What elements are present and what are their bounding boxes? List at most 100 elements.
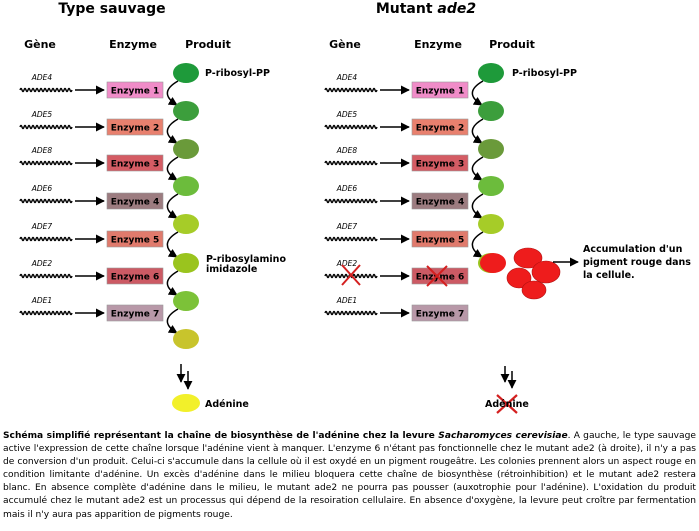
right-product-2 xyxy=(478,101,504,121)
right-enzyme-label-7: Enzyme 7 xyxy=(416,310,465,320)
left-product-5 xyxy=(173,214,199,234)
left-enzyme-label-3: Enzyme 3 xyxy=(111,160,160,170)
right-enzyme-box-4 xyxy=(411,192,469,210)
right-enzyme-label-1: Enzyme 1 xyxy=(416,87,465,97)
left-gene-label-5: ADE7 xyxy=(31,222,53,231)
left-product-3 xyxy=(173,139,199,159)
left-reaction-arrow-7 xyxy=(166,308,179,334)
accumulation-label-line1: Accumulation d'un xyxy=(583,244,683,255)
left-reaction-arrow-2 xyxy=(166,118,179,144)
accumulated-product xyxy=(480,253,506,273)
right-enzyme-label-6: Enzyme 6 xyxy=(416,273,465,283)
pigment-cell-1 xyxy=(513,247,543,269)
figure-caption: Schéma simplifié représentant la chaîne … xyxy=(3,430,696,522)
right-reaction-arrow-4 xyxy=(471,193,484,219)
right-enzyme-label-4: Enzyme 4 xyxy=(416,198,465,208)
product-header-right: Produit xyxy=(489,38,535,51)
enzyme-header-right: Enzyme xyxy=(414,38,462,51)
accumulation-label-line3: la cellule. xyxy=(583,270,635,281)
right-enzyme-box-3 xyxy=(411,154,469,172)
p-ribosyl-pp-label-left: P-ribosyl-PP xyxy=(205,68,270,79)
right-reaction-arrow-2 xyxy=(471,118,484,144)
right-enzyme-box-7 xyxy=(411,304,469,322)
right-dna-1 xyxy=(324,87,378,93)
left-gene-label-7: ADE1 xyxy=(31,296,52,305)
left-enzyme-label-6: Enzyme 6 xyxy=(111,273,160,283)
right-dna-5 xyxy=(324,236,378,242)
right-reaction-arrow-3 xyxy=(471,156,484,181)
right-dna-3 xyxy=(324,160,378,166)
right-reaction-arrow-5 xyxy=(471,231,484,258)
left-enzyme-label-5: Enzyme 5 xyxy=(111,236,160,246)
left-dna-2 xyxy=(19,124,73,130)
right-reaction-arrow-1 xyxy=(471,80,484,106)
left-dna-4 xyxy=(19,198,73,204)
adenine-label-left: Adénine xyxy=(205,399,249,410)
left-enzyme-box-3 xyxy=(106,154,164,172)
left-enzyme-box-6 xyxy=(106,267,164,285)
left-reaction-arrow-1 xyxy=(166,80,179,106)
right-gene-label-3: ADE8 xyxy=(336,146,358,155)
left-gene-label-2: ADE5 xyxy=(31,110,53,119)
right-dna-4 xyxy=(324,198,378,204)
biosynthesis-diagram: Type sauvage Mutant ade2 Gène Enzyme Pro… xyxy=(19,1,691,414)
left-enzyme-box-4 xyxy=(106,192,164,210)
gene-header-left: Gène xyxy=(24,38,56,51)
left-dna-1 xyxy=(19,87,73,93)
left-gene-label-6: ADE2 xyxy=(31,259,53,268)
ade2-gene-cross xyxy=(341,264,361,286)
right-enzyme-box-5 xyxy=(411,230,469,248)
left-enzyme-box-7 xyxy=(106,304,164,322)
right-product-1 xyxy=(478,63,504,83)
product-header-left: Produit xyxy=(185,38,231,51)
p-ribosylamino-label-line1: P-ribosylamino xyxy=(206,254,286,265)
left-enzyme-box-5 xyxy=(106,230,164,248)
wildtype-title: Type sauvage xyxy=(58,1,165,17)
caption-text: . A gauche, le type sauvage active l'exp… xyxy=(3,431,696,520)
left-product-7 xyxy=(173,291,199,311)
left-enzyme-box-1 xyxy=(106,81,164,99)
right-gene-label-4: ADE6 xyxy=(336,184,358,193)
left-reaction-arrow-4 xyxy=(166,193,179,219)
caption-species: Sacharomyces cerevisiae xyxy=(438,431,568,441)
left-enzyme-label-7: Enzyme 7 xyxy=(111,310,160,320)
right-dna-2 xyxy=(324,124,378,130)
right-enzyme-box-2 xyxy=(411,118,469,136)
right-gene-label-2: ADE5 xyxy=(336,110,358,119)
right-dna-7 xyxy=(324,310,378,316)
left-gene-label-3: ADE8 xyxy=(31,146,53,155)
pigment-cell-4 xyxy=(521,280,547,300)
left-gene-label-4: ADE6 xyxy=(31,184,53,193)
pigment-cell-3 xyxy=(531,260,561,284)
right-gene-label-5: ADE7 xyxy=(336,222,358,231)
right-enzyme-box-6 xyxy=(411,267,469,285)
left-dna-3 xyxy=(19,160,73,166)
left-product-4 xyxy=(173,176,199,196)
left-dna-7 xyxy=(19,310,73,316)
left-reaction-arrow-5 xyxy=(166,231,179,258)
right-enzyme-box-1 xyxy=(411,81,469,99)
p-ribosyl-pp-label-right: P-ribosyl-PP xyxy=(512,68,577,79)
right-product-5 xyxy=(478,214,504,234)
left-enzyme-box-2 xyxy=(106,118,164,136)
left-product-8 xyxy=(173,329,199,349)
adenine-cross xyxy=(496,394,518,414)
enzyme-header-left: Enzyme xyxy=(109,38,157,51)
right-gene-label-1: ADE4 xyxy=(336,73,358,82)
left-product-6 xyxy=(173,253,199,273)
pigment-cell-2 xyxy=(506,267,532,289)
right-gene-label-6: ADE2 xyxy=(336,259,358,268)
adenine-label-right: Adénine xyxy=(485,399,529,410)
mutant-title: Mutant ade2 xyxy=(376,1,476,17)
right-enzyme-label-3: Enzyme 3 xyxy=(416,160,465,170)
left-product-1 xyxy=(173,63,199,83)
right-gene-label-7: ADE1 xyxy=(336,296,357,305)
right-product-4 xyxy=(478,176,504,196)
caption-bold: Schéma simplifié représentant la chaîne … xyxy=(3,431,439,441)
left-enzyme-label-2: Enzyme 2 xyxy=(111,124,160,134)
left-product-2 xyxy=(173,101,199,121)
left-reaction-arrow-3 xyxy=(166,156,179,181)
right-enzyme-label-2: Enzyme 2 xyxy=(416,124,465,134)
left-enzyme-label-4: Enzyme 4 xyxy=(111,198,160,208)
left-dna-5 xyxy=(19,236,73,242)
